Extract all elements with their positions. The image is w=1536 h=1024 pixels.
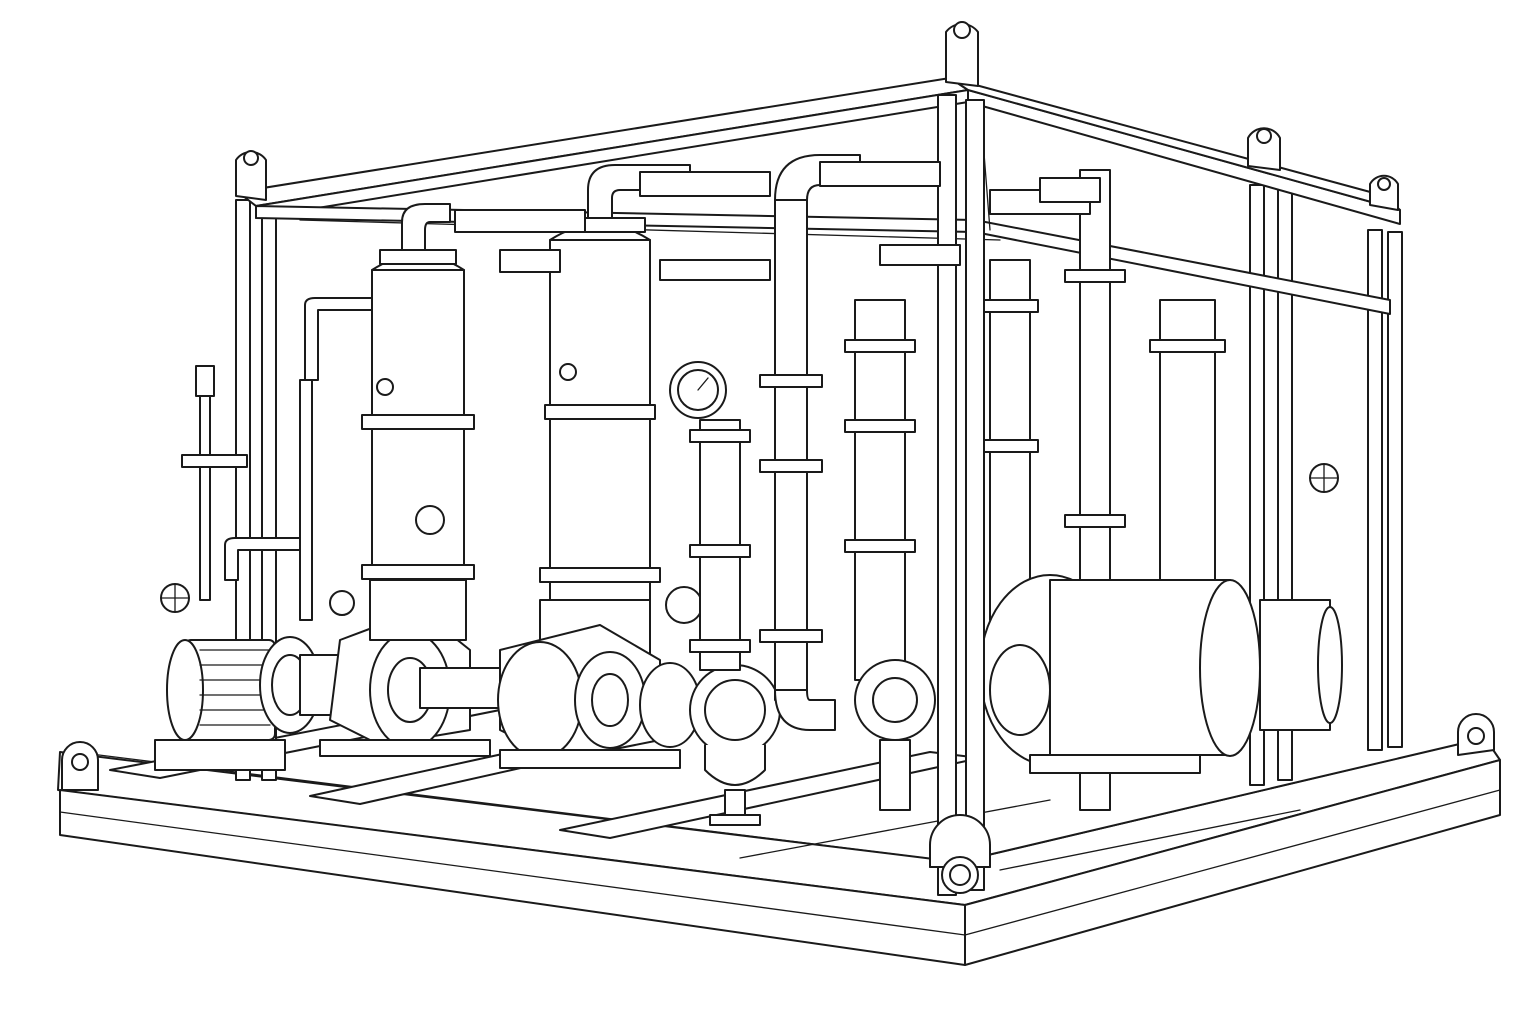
filter-vessel-1 xyxy=(361,203,475,641)
handwheel-valve xyxy=(160,463,1339,613)
frame-columns-front xyxy=(929,94,991,896)
pump-motor-1 xyxy=(154,636,341,771)
strainer-housing xyxy=(639,662,781,826)
pump-casing-1 xyxy=(319,609,501,757)
pressure-gauge xyxy=(329,361,727,624)
filter-vessel-2 xyxy=(539,164,691,671)
pump-casing-3 xyxy=(854,659,936,811)
large-pump-right xyxy=(979,574,1343,774)
pump-casing-2 xyxy=(497,624,681,769)
header-pipes-top xyxy=(454,161,1101,281)
vertical-piping-center xyxy=(689,154,861,731)
instrument-pipe-left xyxy=(181,297,373,621)
